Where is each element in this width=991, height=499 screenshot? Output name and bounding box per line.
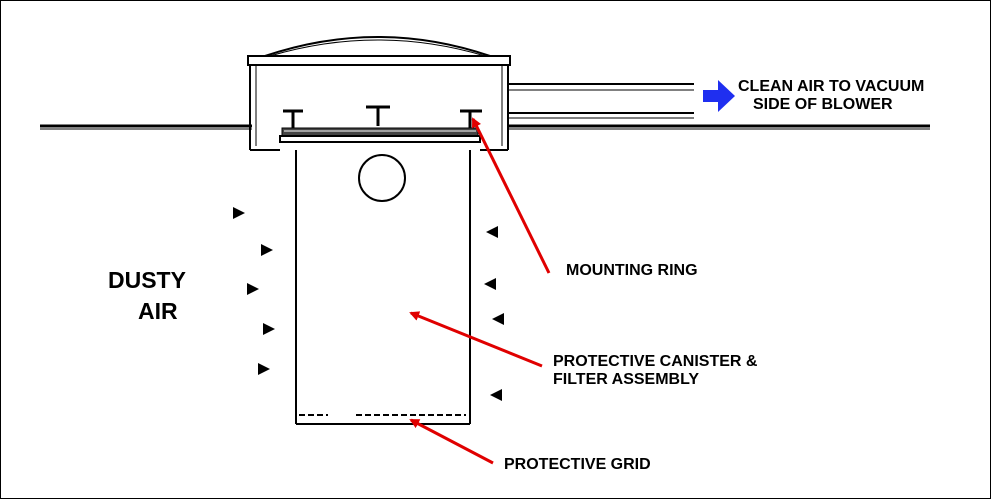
dusty-air-label-line1: DUSTY [108,267,186,293]
airflow-arrow-icon [233,207,245,219]
protective-grid-label: PROTECTIVE GRID [504,456,651,473]
clean-air-arrow-icon [703,80,735,112]
canister-label-line1: PROTECTIVE CANISTER & [553,353,758,370]
pointer-arrows [409,117,551,465]
mounting-ring-pointer [471,117,551,274]
outlet-duct [508,83,694,119]
canister [295,150,471,425]
mounting-ring-label: MOUNTING RING [566,262,698,279]
airflow-arrows [233,207,504,401]
airflow-arrow-icon [258,363,270,375]
clamp [460,109,482,128]
dusty-air-label: DUSTY AIR [108,265,186,327]
dusty-air-label-line2: AIR [138,298,178,325]
airflow-arrow-icon [247,283,259,295]
mounting-ring [279,105,482,143]
airflow-arrow-icon [492,313,504,325]
clamp [366,105,390,126]
airflow-arrow-icon [486,226,498,238]
surface-line [40,124,930,130]
canister-label: PROTECTIVE CANISTER & FILTER ASSEMBLY [553,353,757,390]
grid-pointer [409,418,494,465]
airflow-arrow-icon [263,323,275,335]
canister-label-line2: FILTER ASSEMBLY [553,371,700,389]
housing [247,36,511,151]
canister-pointer [409,311,543,368]
clean-air-label: CLEAN AIR TO VACUUM SIDE OF BLOWER [738,78,924,115]
airflow-arrow-icon [261,244,273,256]
clean-air-label-line2: SIDE OF BLOWER [753,96,893,114]
clamp [283,109,303,128]
airflow-arrow-icon [490,389,502,401]
airflow-arrow-icon [484,278,496,290]
clean-air-label-line1: CLEAN AIR TO VACUUM [738,78,925,95]
